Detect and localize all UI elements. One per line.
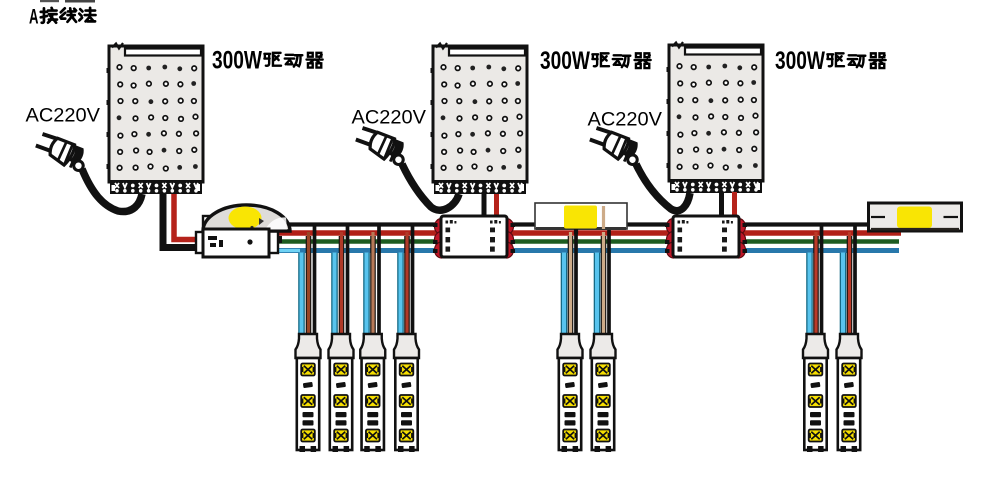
svg-text:300W: 300W [212, 47, 262, 75]
svg-text:AC220V: AC220V [352, 107, 427, 129]
svg-text:AC220V: AC220V [588, 109, 663, 131]
svg-text:300W: 300W [775, 47, 825, 75]
svg-text:AC220V: AC220V [26, 105, 101, 127]
svg-text:300W: 300W [540, 47, 590, 75]
svg-text:A: A [29, 6, 39, 29]
